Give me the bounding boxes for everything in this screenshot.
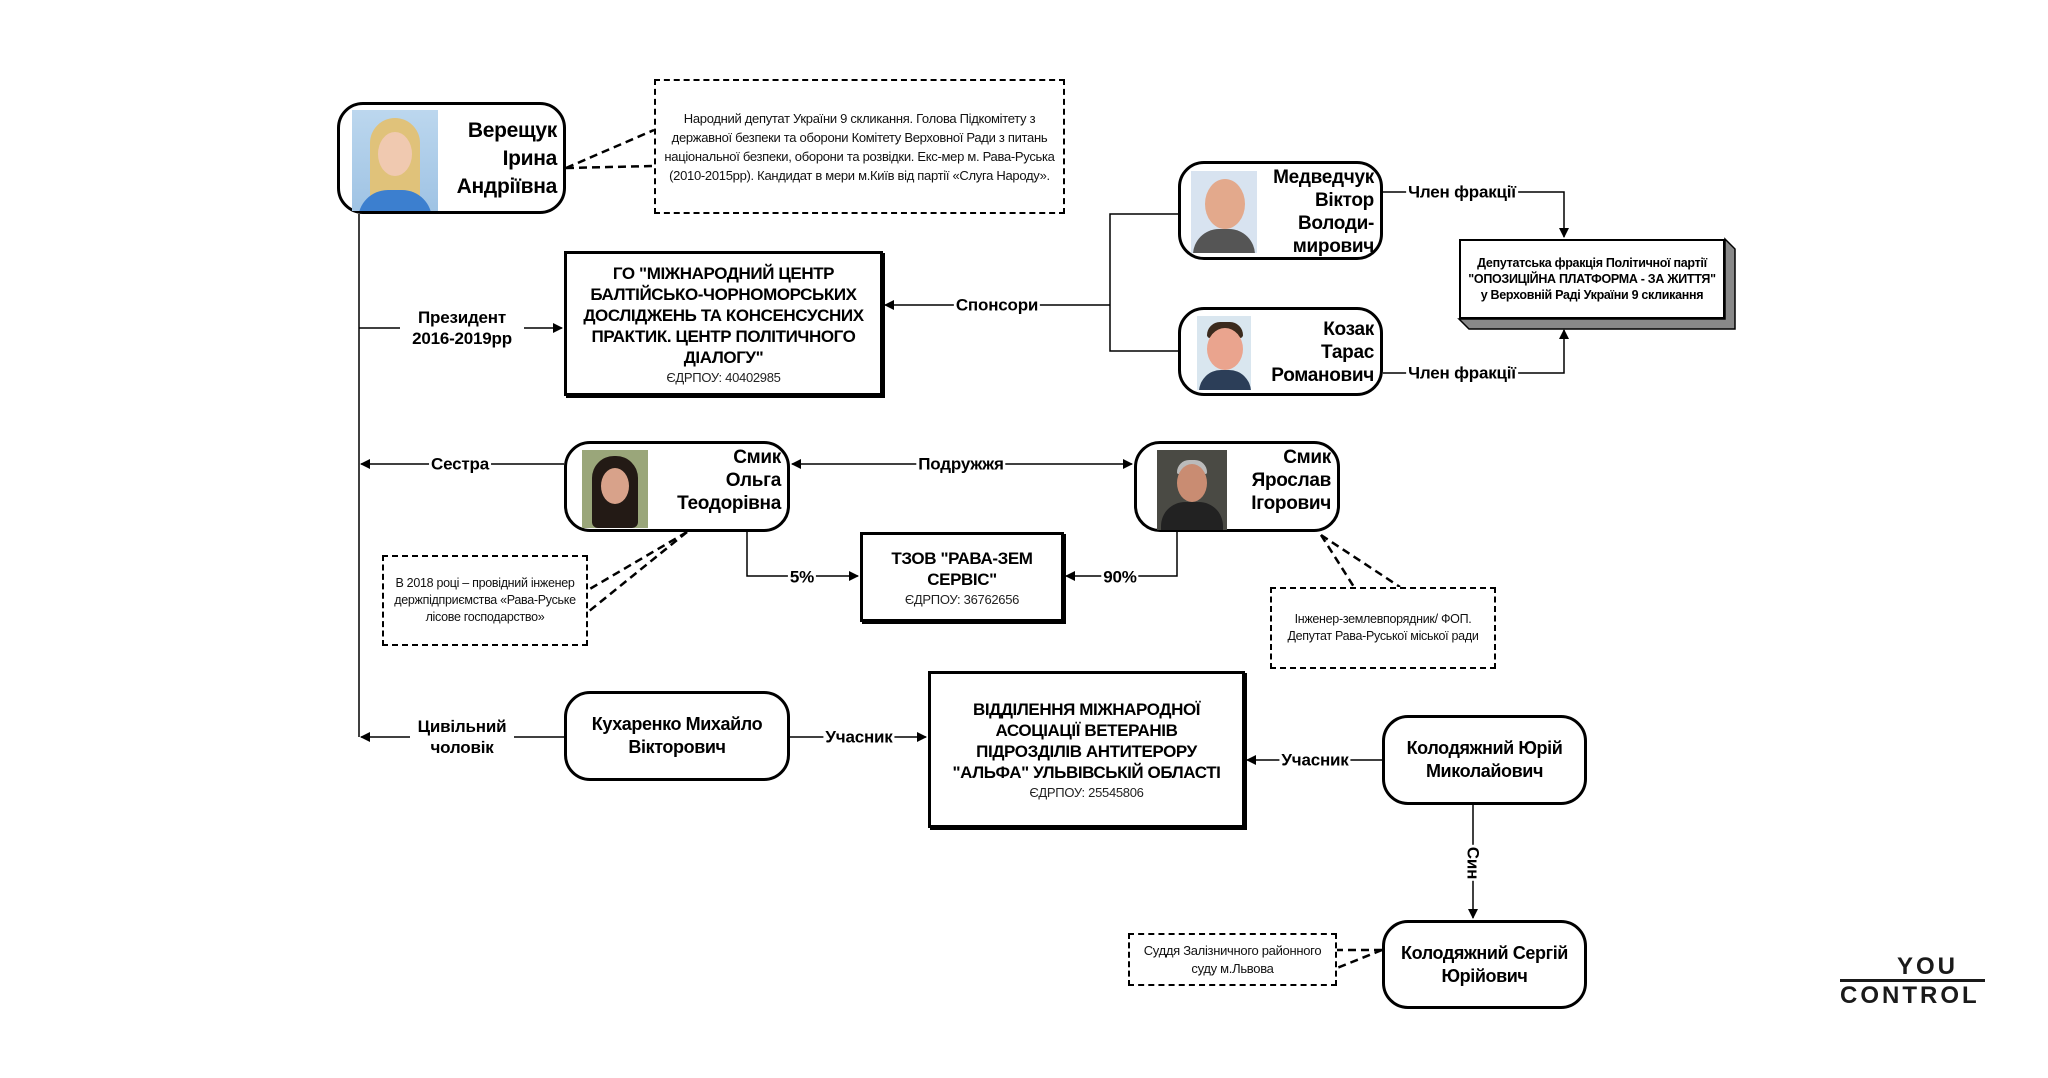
youcontrol-logo: YOU CONTROL bbox=[1840, 955, 1985, 1010]
person-vereshchuk[interactable]: Верещук Ірина Андріївна bbox=[337, 102, 566, 214]
person-name-line: Вікторович bbox=[628, 737, 726, 757]
relation-sister: Сестра bbox=[429, 453, 491, 475]
person-name-line: Кухаренко Михайло bbox=[591, 714, 763, 734]
person-name-line: Колодяжний Юрій bbox=[1406, 738, 1563, 758]
person-name-line: Смик bbox=[1283, 447, 1331, 468]
relation-share-olga: 5% bbox=[787, 566, 817, 588]
note-kolodiazhnyi-serhii: Суддя Залізничного районного суду м.Льво… bbox=[1128, 933, 1337, 986]
person-name-line: Романович bbox=[1271, 365, 1374, 386]
person-smyk-yaroslav[interactable]: Смик Ярослав Ігорович bbox=[1134, 441, 1340, 532]
org-code: ЄДРПОУ: 36762656 bbox=[904, 591, 1020, 607]
person-kozak[interactable]: Козак Тарас Романович bbox=[1178, 307, 1383, 396]
org-title: ВІДДІЛЕННЯ МІЖНАРОДНОЇ АСОЦІАЦІЇ ВЕТЕРАН… bbox=[952, 700, 1221, 782]
relation-member-medvedchuk: Член фракції bbox=[1406, 181, 1518, 203]
org-title: ТЗОВ "РАВА-ЗЕМ СЕРВІС" bbox=[891, 548, 1033, 589]
person-name-line: Колодяжний Сергій bbox=[1401, 942, 1568, 963]
person-name-line: Ольга bbox=[725, 470, 782, 491]
relation-civil-husband: Цивільний чоловік bbox=[410, 716, 514, 758]
org-title: ГО "МІЖНАРОДНИЙ ЦЕНТР БАЛТІЙСЬКО-ЧОРНОМО… bbox=[583, 263, 864, 367]
person-name-line: Тарас bbox=[1321, 342, 1374, 363]
photo-smyk-yaroslav bbox=[1157, 450, 1227, 530]
logo-bottom: CONTROL bbox=[1840, 979, 1985, 1010]
person-name-line: Козак bbox=[1323, 319, 1374, 340]
photo-medvedchuk bbox=[1191, 171, 1257, 253]
relation-share-yaroslav: 90% bbox=[1101, 566, 1139, 588]
relation-son: Син bbox=[1462, 844, 1484, 882]
person-name-line: Верещук bbox=[467, 119, 557, 142]
org-go-center[interactable]: ГО "МІЖНАРОДНИЙ ЦЕНТР БАЛТІЙСЬКО-ЧОРНОМО… bbox=[564, 251, 883, 396]
relation-president: Президент 2016-2019рр bbox=[400, 307, 524, 349]
person-kolodiazhnyi-serhii[interactable]: Колодяжний Сергій Юрійович bbox=[1382, 920, 1587, 1009]
note-smyk-yaroslav: Інженер-землевпорядник/ ФОП. Депутат Рав… bbox=[1270, 587, 1496, 669]
person-name-line: Юрійович bbox=[1441, 965, 1528, 986]
person-kolodiazhnyi-yurii[interactable]: Колодяжний Юрій Миколайович bbox=[1382, 715, 1587, 805]
person-name-line: Ярослав bbox=[1251, 470, 1332, 491]
person-name-line: Теодорівна bbox=[677, 493, 781, 514]
photo-vereshchuk bbox=[352, 110, 438, 211]
org-code: ЄДРПОУ: 40402985 bbox=[666, 369, 781, 385]
org-code: ЄДРПОУ: 25545806 bbox=[1029, 785, 1144, 800]
org-rava-zem[interactable]: ТЗОВ "РАВА-ЗЕМ СЕРВІС" ЄДРПОУ: 36762656 bbox=[860, 532, 1064, 622]
photo-smyk-olga bbox=[582, 450, 648, 528]
person-name-line: Смик bbox=[733, 447, 781, 468]
relation-spouses: Подружжя bbox=[916, 453, 1006, 475]
person-medvedchuk[interactable]: Медведчук Віктор Володи- мирович bbox=[1178, 161, 1383, 260]
person-name-line: Медведчук bbox=[1273, 167, 1374, 188]
relation-member-kozak: Член фракції bbox=[1406, 362, 1518, 384]
person-kukharenko[interactable]: Кухаренко Михайло Вікторович bbox=[564, 691, 790, 781]
relation-participant-kolodiazhnyi: Учасник bbox=[1279, 749, 1351, 771]
note-smyk-olga: В 2018 році – провідний інженер держпідп… bbox=[382, 555, 588, 646]
relation-sponsors: Спонсори bbox=[953, 294, 1041, 316]
person-name-line: Володи- bbox=[1298, 213, 1374, 234]
logo-top: YOU bbox=[1896, 953, 1958, 980]
photo-kozak bbox=[1197, 316, 1251, 390]
note-vereshchuk: Народний депутат України 9 скликання. Го… bbox=[654, 79, 1065, 214]
person-name-line: Миколайович bbox=[1425, 761, 1544, 781]
person-name-line: мирович bbox=[1292, 236, 1375, 257]
person-name-line: Ігорович bbox=[1251, 493, 1331, 514]
person-name-line: Віктор bbox=[1315, 190, 1374, 211]
relation-participant-kukharenko: Учасник bbox=[823, 726, 895, 748]
org-alpha[interactable]: ВІДДІЛЕННЯ МІЖНАРОДНОЇ АСОЦІАЦІЇ ВЕТЕРАН… bbox=[928, 671, 1245, 828]
org-faction[interactable]: Депутатська фракція Політичної партії "О… bbox=[1459, 239, 1725, 319]
person-smyk-olga[interactable]: Смик Ольга Теодорівна bbox=[564, 441, 790, 532]
person-name-line: Андріївна bbox=[456, 175, 558, 198]
person-name-line: Ірина bbox=[502, 147, 558, 170]
